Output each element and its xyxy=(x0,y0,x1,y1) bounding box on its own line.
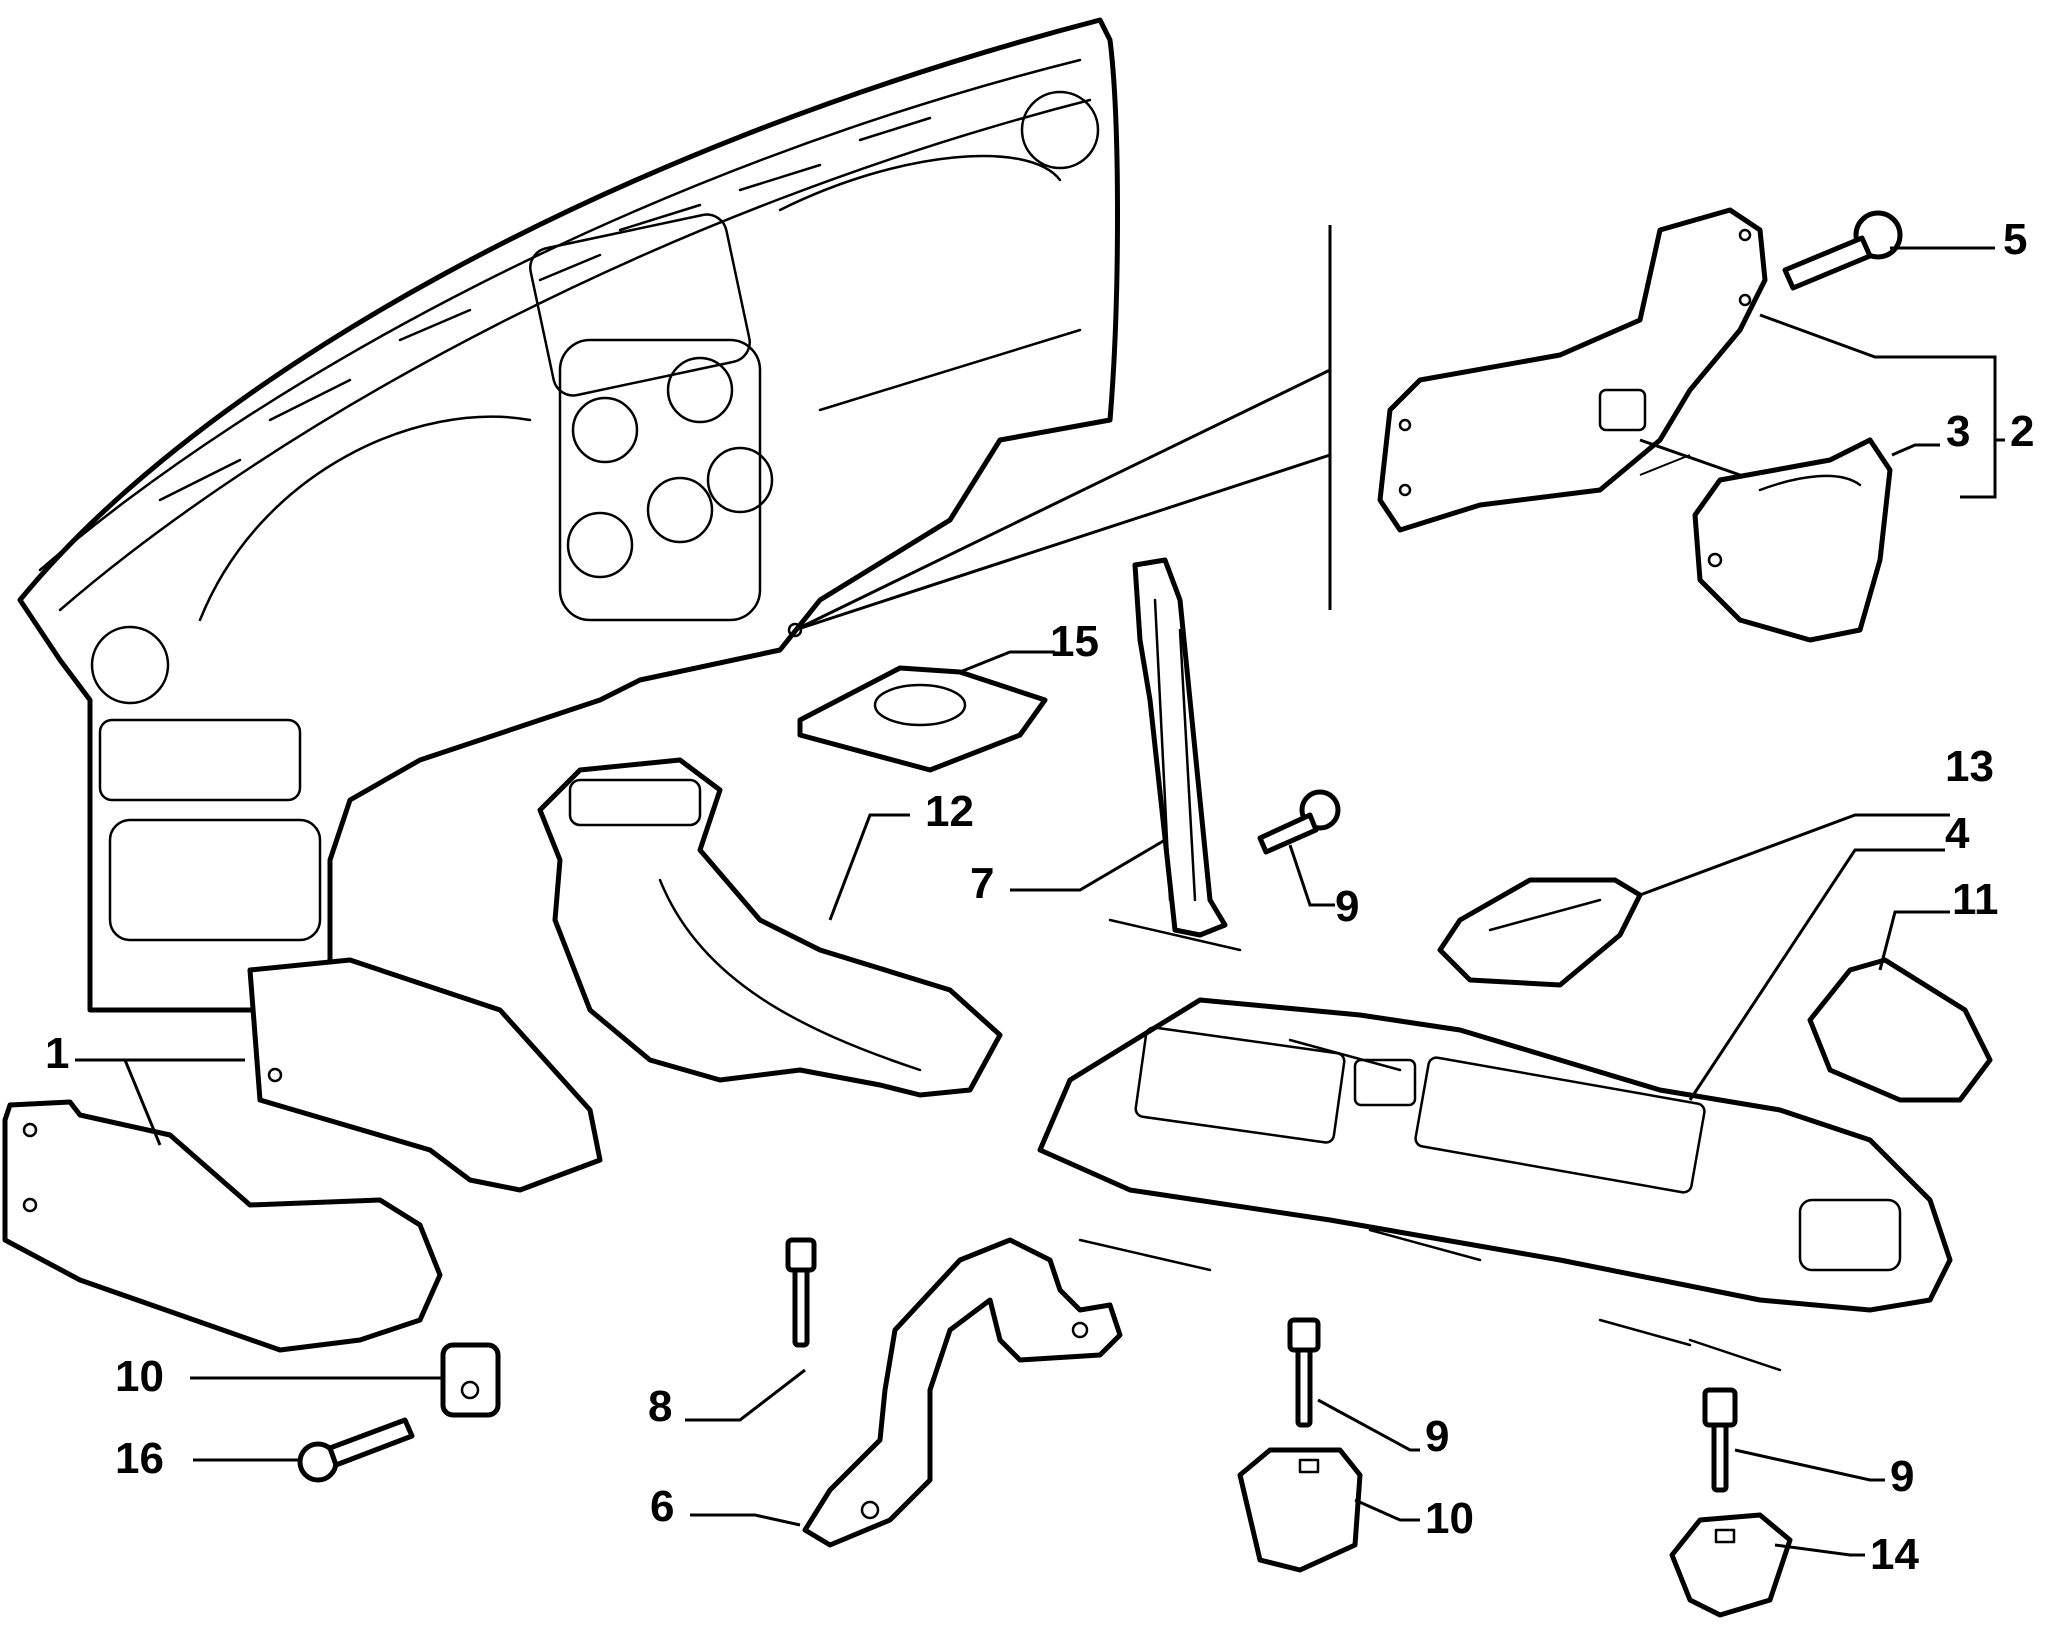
callout-13[interactable]: 13 xyxy=(1945,742,1994,791)
bolt-16 xyxy=(193,1417,415,1483)
callout-4[interactable]: 4 xyxy=(1945,809,1970,858)
callout-14[interactable]: 14 xyxy=(1870,1530,1919,1579)
storage-tray xyxy=(1437,813,1950,988)
side-cover xyxy=(1692,437,1893,643)
screw-9-upper xyxy=(1257,789,1341,907)
callout-15[interactable]: 15 xyxy=(1050,617,1099,666)
clip-nut-middle xyxy=(1237,1447,1420,1573)
clip-nut-left xyxy=(190,1342,501,1418)
callout-10-middle[interactable]: 10 xyxy=(1425,1494,1474,1543)
cup-holder-insert xyxy=(797,650,1055,773)
callout-3[interactable]: 3 xyxy=(1946,407,1971,456)
screw-9-right xyxy=(1702,1387,1885,1493)
callout-9-middle[interactable]: 9 xyxy=(1425,1412,1450,1461)
callout-16[interactable]: 16 xyxy=(115,1434,164,1483)
side-bracket xyxy=(1377,207,1768,533)
alignment-guides xyxy=(1078,918,1782,1372)
callout-11[interactable]: 11 xyxy=(1952,875,1999,924)
callout-6[interactable]: 6 xyxy=(650,1482,675,1531)
lower-duct-brackets xyxy=(2,957,603,1353)
callout-10-left[interactable]: 10 xyxy=(115,1352,164,1401)
bolt-8 xyxy=(685,1237,817,1422)
callout-5[interactable]: 5 xyxy=(2003,215,2028,264)
clip-14 xyxy=(1669,1512,1865,1618)
vertical-support-bracket xyxy=(1010,557,1228,938)
dashboard-leader-lines xyxy=(794,225,1332,632)
callout-9-right[interactable]: 9 xyxy=(1890,1452,1915,1501)
callout-7[interactable]: 7 xyxy=(970,859,995,908)
side-bracket-bolt xyxy=(1782,210,1903,291)
callout-2[interactable]: 2 xyxy=(2010,407,2035,456)
callout-12[interactable]: 12 xyxy=(925,787,974,836)
center-console xyxy=(1037,848,1953,1313)
side-bracket-leaders xyxy=(1639,246,2005,499)
screw-9-middle xyxy=(1287,1317,1420,1452)
callout-9-upper[interactable]: 9 xyxy=(1335,882,1360,931)
mounting-bracket xyxy=(690,1237,1123,1548)
air-duct xyxy=(537,757,1003,1098)
callout-1[interactable]: 1 xyxy=(45,1029,70,1078)
callout-8[interactable]: 8 xyxy=(648,1382,673,1431)
end-cap xyxy=(1807,910,1993,1103)
dashboard-panel xyxy=(17,17,1120,1013)
